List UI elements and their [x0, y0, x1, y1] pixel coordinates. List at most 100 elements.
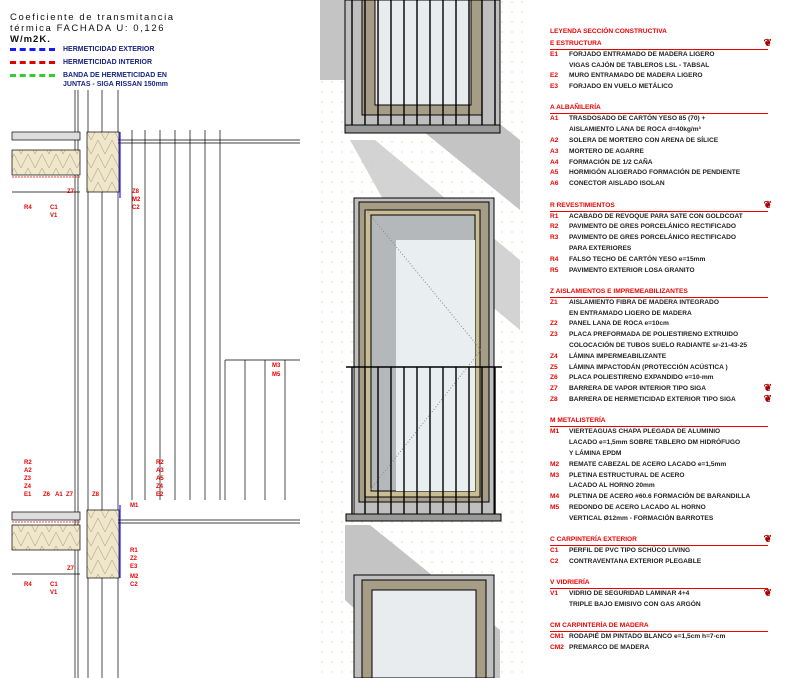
item-code: E3 [550, 83, 559, 91]
item-code [550, 244, 569, 255]
item-code: M1 [550, 428, 560, 436]
section-header: V VIDRIERÍA [550, 578, 768, 590]
item-text: PLACA POLIESTIRENO EXPANDIDO e=10-mm [569, 374, 714, 382]
item-code [550, 514, 569, 525]
label-bottom: A1 [55, 492, 63, 498]
item-text: AISLAMIENTO LANA DE ROCA d=40kg/m³ [569, 126, 701, 134]
section-header-label: CM CARPINTERÍA DE MADERA [550, 622, 649, 630]
dashed-line-icon [10, 48, 55, 51]
item-text: HORMIGÓN ALIGERADO FORMACIÓN DE PENDIENT… [569, 169, 741, 177]
item-text: MURO ENTRAMADO DE MADERA LIGERO [569, 72, 703, 80]
item-text: PAVIMENTO DE GRES PORCELÁNICO RECTIFICAD… [569, 234, 737, 242]
item-text: VIERTEAGUAS CHAPA PLEGADA DE ALUMINIO [569, 428, 721, 436]
section-header: R REVESTIMIENTOS❦ [550, 200, 772, 212]
item-code: E1 [550, 50, 559, 58]
item-code: A5 [550, 169, 559, 177]
item-text: EN ENTRAMADO LIGERO DE MADERA [569, 309, 692, 317]
item-code [550, 481, 569, 492]
key-label: HERMETICIDAD EXTERIOR [63, 46, 155, 53]
legend-item: CM2 PREMARCO DE MADERA [550, 643, 768, 654]
item-code: M2 [550, 460, 560, 468]
label-bottom: M1 [130, 503, 139, 509]
label-bottom: C2 [130, 582, 138, 588]
item-text: RODAPIÉ DM PINTADO BLANCO e=1,5cm h=7-cm [569, 633, 726, 641]
label-top: Z8 [132, 189, 140, 195]
item-code: M5 [550, 503, 560, 511]
item-text: PARA EXTERIORES [569, 244, 632, 252]
item-text: PREMARCO DE MADERA [569, 643, 650, 651]
item-code: Z8 [550, 396, 558, 404]
label-top: M2 [132, 197, 141, 203]
item-text: VERTICAL Ø12mm - FORMACIÓN BARROTES [569, 514, 714, 522]
legend-section: CM CARPINTERÍA DE MADERA CM1 RODAPIÉ DM PI… [550, 621, 768, 654]
item-text: FORMACIÓN DE 1/2 CAÑA [569, 158, 653, 166]
legend-item: A5 HORMIGÓN ALIGERADO FORMACIÓN DE PENDIE… [550, 168, 768, 179]
label-bottom: Z2 [130, 556, 138, 562]
label-bottom: V1 [50, 590, 58, 596]
legend-item: VIGAS CAJÓN DE TABLEROS LSL - TABSAL [550, 61, 768, 72]
item-code: A3 [550, 147, 559, 155]
item-text: PLETINA ESTRUCTURAL DE ACERO [569, 471, 685, 479]
item-text: SOLERA DE MORTERO CON ARENA DE SÍLICE [569, 137, 719, 145]
item-text: LACADO AL HORNO 20mm [569, 482, 655, 490]
section-header-label: M METALISTERÍA [550, 417, 606, 425]
item-code: E2 [550, 72, 559, 80]
item-text: FALSO TECHO DE CARTÓN YESO e=15mm [569, 255, 706, 263]
item-text: LÁMINA IMPERMEABILIZANTE [569, 352, 667, 360]
label-bottom: Z4 [24, 484, 32, 490]
item-code: A1 [550, 115, 559, 123]
item-text: COLOCACIÓN DE TUBOS SUELO RADIANTE sr-21… [569, 342, 748, 350]
legend-item: LACADO e=1,5mm SOBRE TABLERO DM HIDRÓFUG… [550, 438, 768, 449]
item-code: M3 [550, 471, 560, 479]
key-label: BANDA DE HERMETICIDAD EN JUNTAS - SIGA R… [63, 72, 169, 88]
label-top: C2 [132, 205, 140, 211]
label-bottom: Z6 [43, 492, 51, 498]
thermal-coefficient-note: Coeficiente de transmitancia térmica FAC… [10, 12, 175, 45]
legend-item: PARA EXTERIORES [550, 244, 768, 255]
label-bottom: Z3 [24, 476, 32, 482]
item-code: CM1 [550, 633, 564, 641]
legend-item: Y LÁMINA EPDM [550, 449, 768, 460]
section-header-label: V VIDRIERÍA [550, 579, 590, 587]
legend-panel: LEYENDA SECCIÓN CONSTRUCTIVA E ESTRUCTUR… [550, 27, 772, 664]
label-bottom: E2 [156, 492, 164, 498]
dashed-line-icon [10, 74, 55, 77]
item-text: BARRERA DE HERMETICIDAD EXTERIOR TIPO SI… [569, 396, 736, 404]
item-text: REMATE CABEZAL DE ACERO LACADO e=1,5mm [569, 460, 727, 468]
item-code: Z4 [550, 352, 558, 360]
item-code [550, 125, 569, 136]
legend-item: VERTICAL Ø12mm - FORMACIÓN BARROTES [550, 514, 768, 525]
section-header-label: A ALBAÑILERÍA [550, 104, 601, 112]
label-bottom: R4 [24, 582, 32, 588]
item-text: AISLAMIENTO FIBRA DE MADERA INTEGRADO [569, 298, 719, 306]
label-facade: M3 [272, 363, 281, 369]
item-code [550, 341, 569, 352]
key-item: BANDA DE HERMETICIDAD EN JUNTAS - SIGA R… [10, 71, 183, 89]
verified-mark-icon: ❦ [763, 394, 772, 406]
section-header: A ALBAÑILERÍA [550, 103, 768, 115]
legend-item: M1 VIERTEAGUAS CHAPA PLEGADA DE ALUMINIO [550, 427, 768, 438]
label-top: R4 [24, 205, 32, 211]
legend-item: E2 MURO ENTRAMADO DE MADERA LIGERO [550, 71, 768, 82]
label-bottom: R2 [156, 460, 164, 466]
item-code: CM2 [550, 643, 564, 651]
section-header: C CARPINTERÍA EXTERIOR❦ [550, 534, 772, 546]
label-bottom: Z7 [67, 566, 75, 572]
item-code [550, 438, 569, 449]
item-code [550, 600, 569, 611]
item-text: PLACA PREFORMADA DE POLIESTIRENO EXTRUID… [569, 331, 739, 339]
label-bottom: Z8 [92, 492, 100, 498]
